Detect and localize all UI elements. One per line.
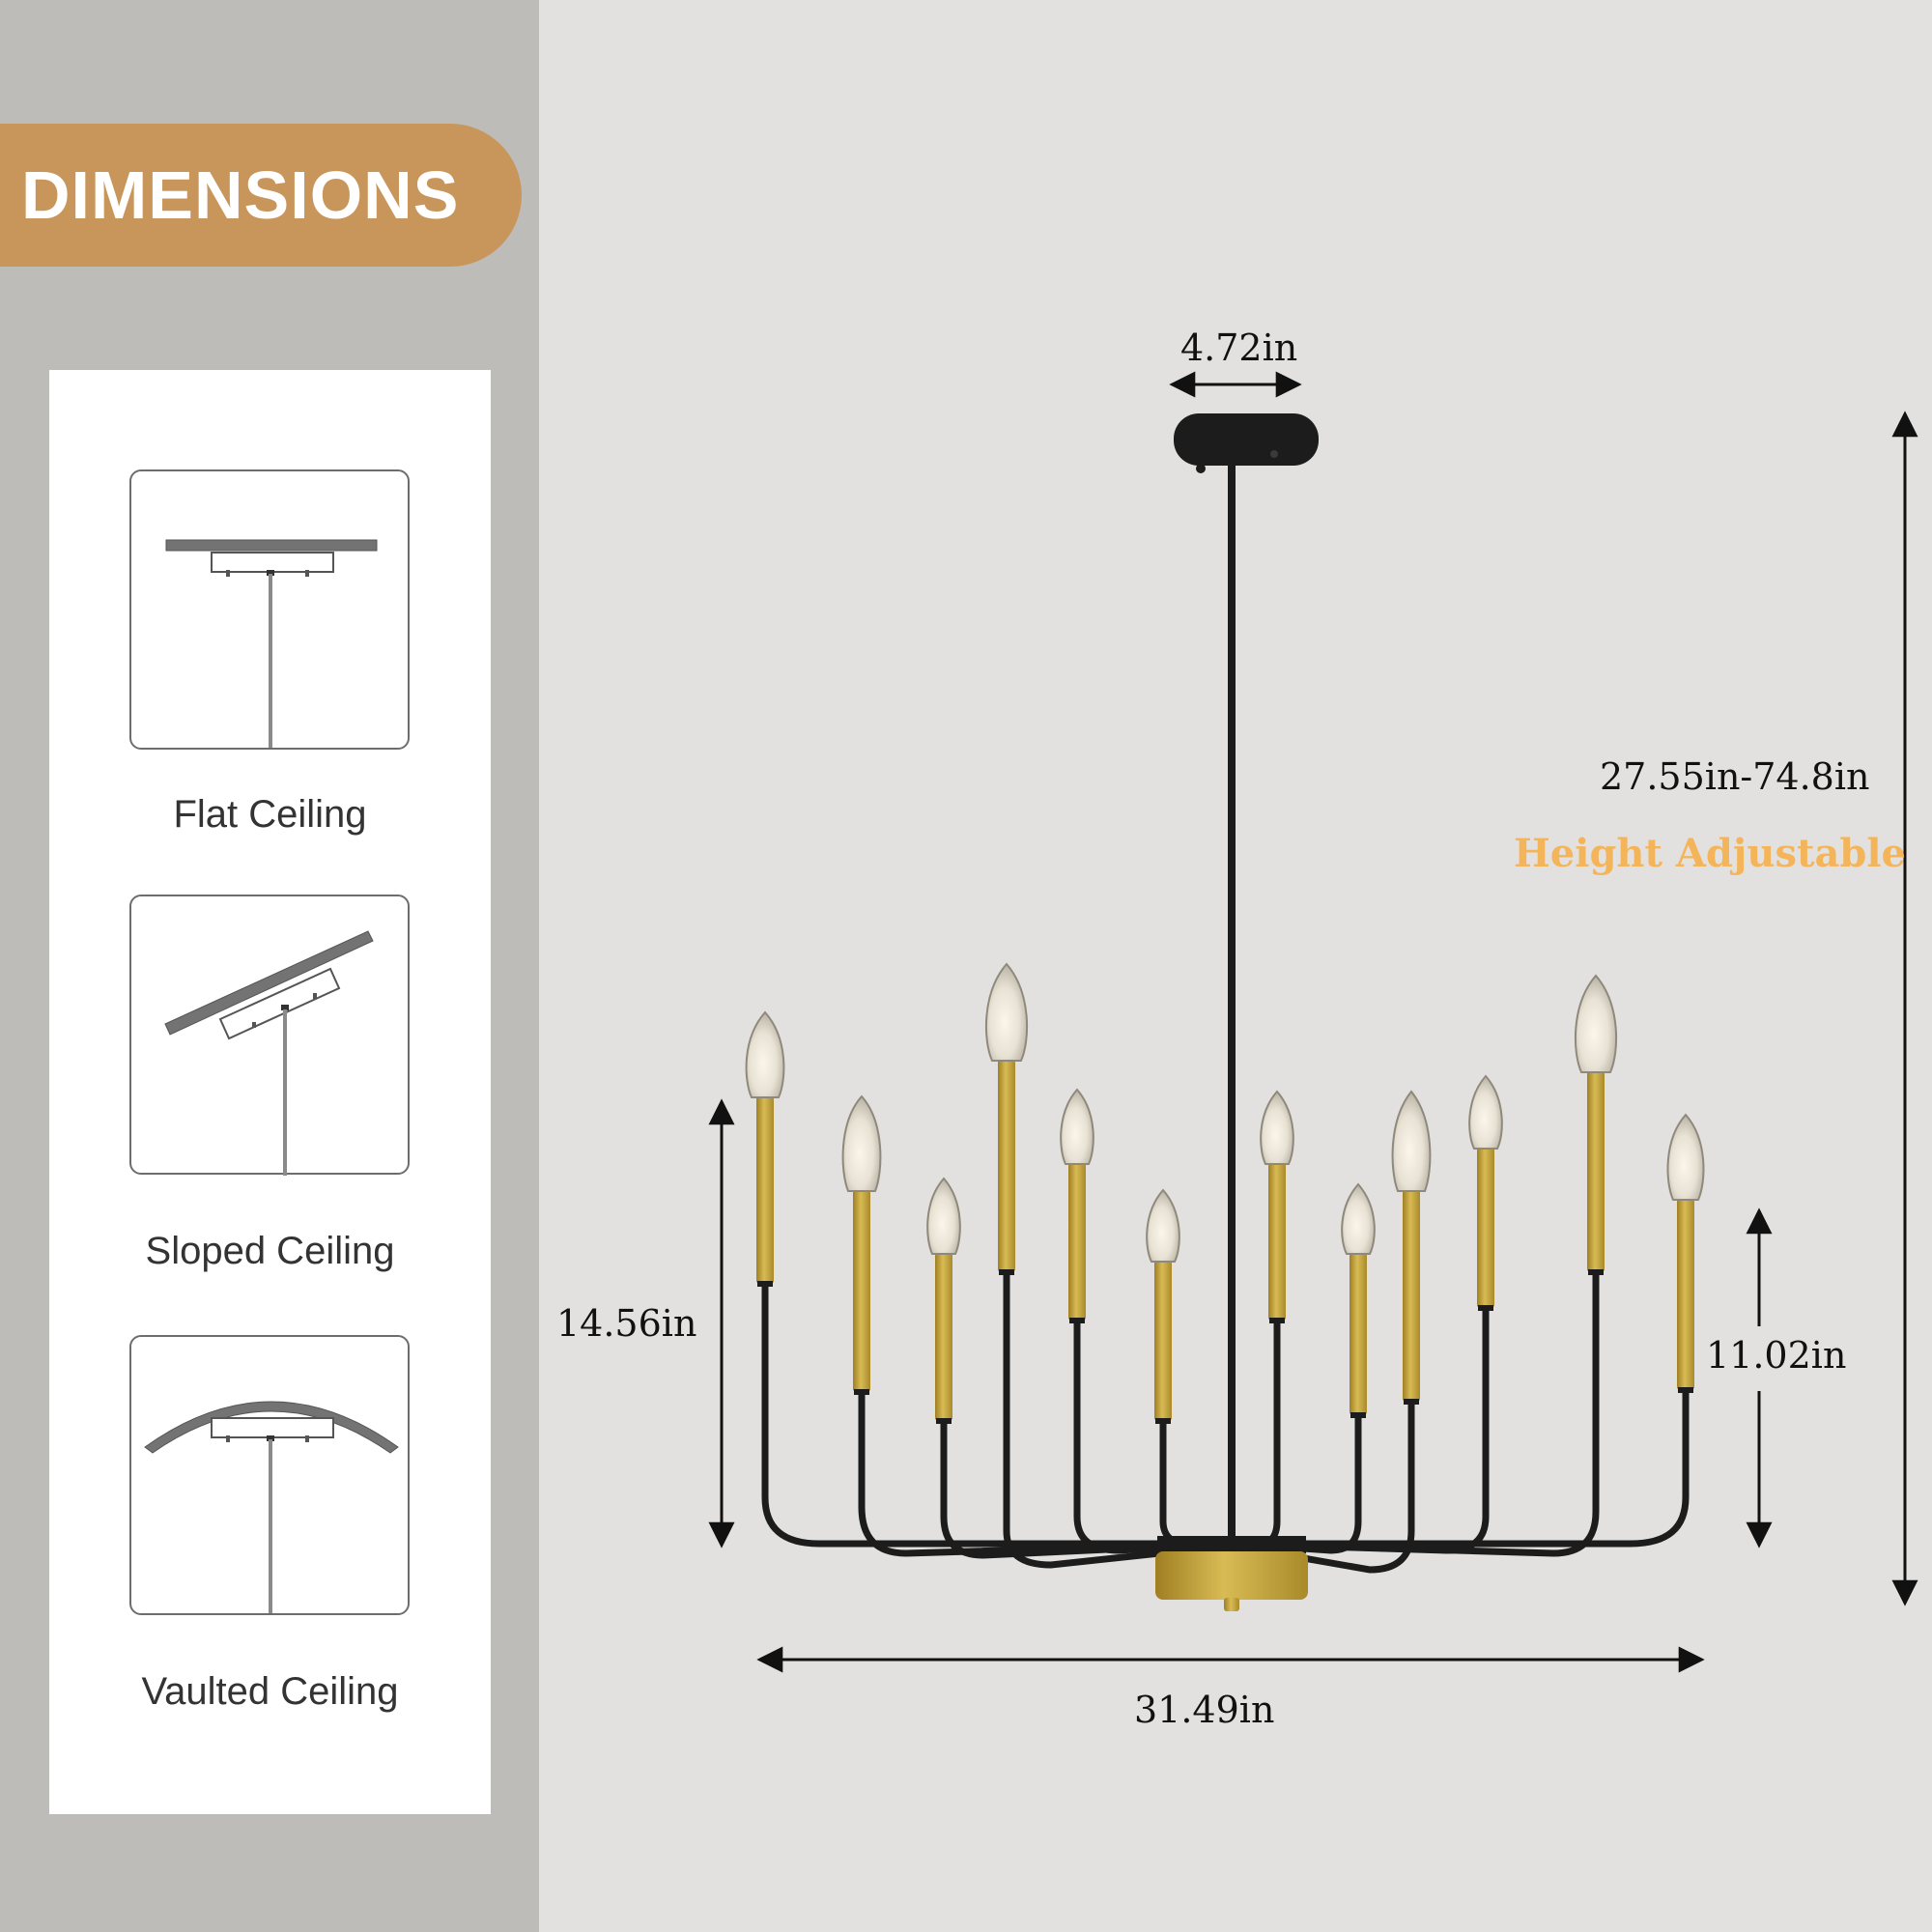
canopy [1174, 413, 1319, 473]
center-hub [1155, 1536, 1308, 1611]
chandelier-diagram [708, 371, 1918, 1673]
flat-ceiling-icon [129, 469, 410, 750]
bulbs [745, 962, 1705, 1263]
sloped-ceiling-label: Sloped Ceiling [145, 1230, 395, 1272]
flat-ceiling-label: Flat Ceiling [173, 793, 367, 836]
canopy-width-label: 4.72in [1180, 327, 1298, 369]
downrod [1228, 466, 1236, 1548]
arm-height-label: 11.02in [1706, 1334, 1847, 1377]
sleeve-caps [757, 1269, 1693, 1424]
height-adjustable-note: Height Adjustable [1514, 831, 1906, 876]
left-panel: DIMENSIONS Flat Ceiling [0, 0, 539, 1932]
total-height-label: 27.55in-74.8in [1600, 755, 1870, 798]
width-label: 31.49in [1134, 1689, 1275, 1731]
candle-sleeves [756, 1061, 1694, 1420]
vaulted-ceiling-label: Vaulted Ceiling [141, 1670, 399, 1713]
sloped-ceiling-icon [129, 895, 410, 1176]
banner-title: DIMENSIONS [21, 157, 460, 233]
dimensions-banner: DIMENSIONS [0, 124, 522, 267]
chandelier-arms [761, 1267, 1690, 1574]
fixture-height-label: 14.56in [556, 1302, 697, 1345]
vaulted-ceiling-icon [129, 1335, 410, 1615]
ceiling-types-card: Flat Ceiling Sloped Ceiling [49, 370, 491, 1814]
